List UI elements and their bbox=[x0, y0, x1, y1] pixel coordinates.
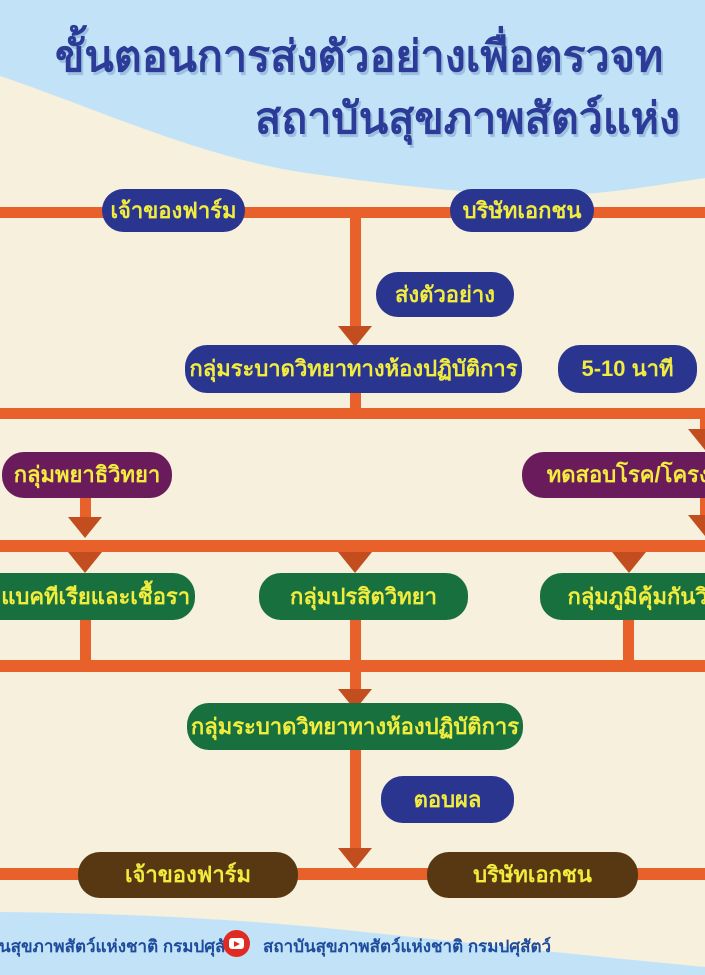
connector-report-down bbox=[350, 749, 361, 851]
poster-title-line1: ขั้นตอนการส่งตัวอย่างเพื่อตรวจท bbox=[55, 33, 664, 81]
footer-channel-left: สถาบันสุขภาพสัตว์แห่งชาติ กรมปศุสัตว์ bbox=[0, 937, 247, 956]
node-label: กลุ่มแบคทีเรียและเชื้อรา bbox=[0, 583, 191, 609]
arrowhead-to-hline5 bbox=[338, 848, 372, 869]
node-duration-badge: 5-10 นาที bbox=[558, 345, 697, 393]
node-label: 5-10 นาที bbox=[581, 356, 674, 381]
node-label: ส่งตัวอย่าง bbox=[394, 281, 495, 307]
node-bacteriology: กลุ่มแบคทีเรียและเชื้อรา bbox=[0, 573, 195, 620]
node-label: เจ้าของฟาร์ม bbox=[110, 197, 237, 223]
connector-immunology-down bbox=[623, 619, 634, 664]
node-epi-lab-report: กลุ่มระบาดวิทยาทางห้องปฏิบัติการ bbox=[187, 703, 523, 750]
connector-vline-top bbox=[350, 212, 361, 328]
node-epi-lab-receive: กลุ่มระบาดวิทยาทางห้องปฏิบัติการ bbox=[185, 345, 522, 393]
node-label: เจ้าของฟาร์ม bbox=[124, 862, 251, 887]
arrowhead-to-bacteriology bbox=[68, 552, 102, 573]
connector-right-col-top bbox=[700, 416, 705, 432]
node-label: บริษัทเอกชน bbox=[462, 197, 582, 223]
connector-hline-3 bbox=[0, 540, 705, 552]
node-label: ตอบผล bbox=[413, 786, 482, 812]
node-label: กลุ่มพยาธิวิทยา bbox=[13, 462, 161, 487]
node-parasitology: กลุ่มปรสิตวิทยา bbox=[259, 573, 468, 620]
node-label: กลุ่มภูมิคุ้มกันวิทยา bbox=[567, 583, 705, 609]
connector-hline-4 bbox=[0, 660, 705, 672]
arrowhead-disease-to-hline3 bbox=[688, 515, 705, 536]
header-wave-shape bbox=[0, 0, 705, 196]
node-farm-owner-bottom: เจ้าของฟาร์ม bbox=[78, 852, 298, 898]
node-label: บริษัทเอกชน bbox=[473, 862, 592, 887]
node-label: ทดสอบโรค/โครงการ bbox=[546, 462, 705, 487]
node-label: กลุ่มปรสิตวิทยา bbox=[290, 583, 437, 609]
youtube-icon bbox=[223, 930, 250, 957]
connector-right-col-bottom bbox=[700, 498, 705, 516]
node-pathology: กลุ่มพยาธิวิทยา bbox=[2, 452, 172, 498]
connector-bacteriology-down bbox=[80, 619, 91, 664]
connector-pathology-down bbox=[80, 497, 91, 519]
node-label: กลุ่มระบาดวิทยาทางห้องปฏิบัติการ bbox=[190, 713, 520, 739]
arrowhead-pathology-to-hline3 bbox=[68, 517, 102, 538]
arrowhead-to-parasitology bbox=[338, 552, 372, 573]
connector-hline-2 bbox=[0, 408, 705, 419]
connector-hline4-down bbox=[350, 670, 361, 692]
node-immunology: กลุ่มภูมิคุ้มกันวิทยา bbox=[540, 573, 705, 620]
arrowhead-to-immunology bbox=[612, 552, 646, 573]
footer-channel-right: สถาบันสุขภาพสัตว์แห่งชาติ กรมปศุสัตว์ bbox=[263, 937, 552, 956]
node-private-company-top: บริษัทเอกชน bbox=[450, 189, 594, 232]
node-send-sample: ส่งตัวอย่าง bbox=[376, 272, 514, 317]
connector-epi-to-hline2 bbox=[350, 391, 361, 413]
node-disease-test: ทดสอบโรค/โครงการ bbox=[522, 452, 705, 498]
arrowhead-to-disease-test bbox=[688, 429, 705, 450]
youtube-play-icon bbox=[229, 938, 244, 949]
arrowhead-to-epi-lab bbox=[338, 326, 372, 347]
poster-title-line2: สถาบันสุขภาพสัตว์แห่ง bbox=[255, 95, 680, 143]
node-report-result: ตอบผล bbox=[381, 776, 514, 823]
node-private-company-bottom: บริษัทเอกชน bbox=[427, 852, 638, 898]
footer-wave-shape bbox=[0, 912, 705, 975]
node-label: กลุ่มระบาดวิทยาทางห้องปฏิบัติการ bbox=[189, 356, 518, 381]
node-farm-owner-top: เจ้าของฟาร์ม bbox=[102, 189, 245, 232]
connector-parasitology-down bbox=[350, 619, 361, 664]
